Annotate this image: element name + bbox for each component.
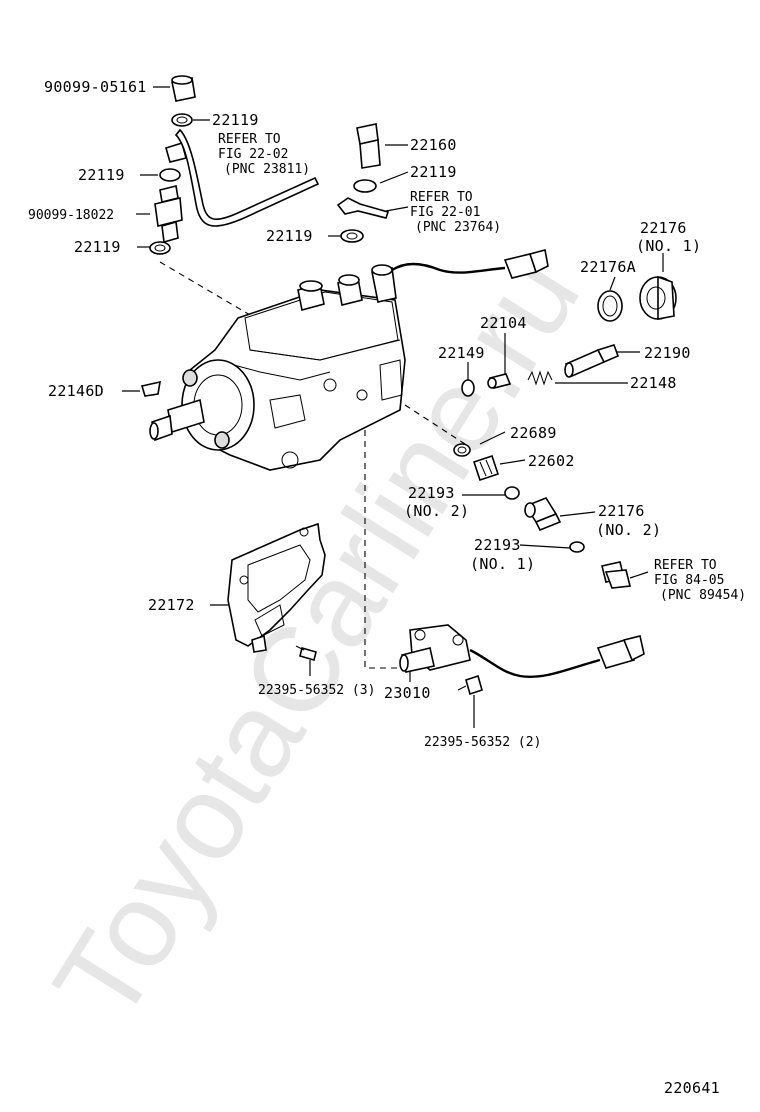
pipe-refer-22-01	[336, 197, 390, 219]
label-22172: 22172	[148, 596, 195, 614]
label-23010: 23010	[384, 684, 431, 702]
filter-22602	[472, 454, 500, 482]
injection-pump-body	[149, 264, 406, 471]
label-refer-b-3: (PNC 23764)	[415, 220, 501, 235]
label-22149: 22149	[438, 344, 485, 362]
label-22119-e: 22119	[266, 227, 313, 245]
part-labels: 90099-05161 22119 REFER TO FIG 22-02 (PN…	[28, 78, 746, 1097]
sensor-23010	[399, 624, 471, 673]
screw-22395-56352-2	[457, 674, 483, 696]
label-refer-b-1: REFER TO	[410, 190, 473, 205]
label-refer-a-1: REFER TO	[218, 132, 281, 147]
oring-22193-no2	[504, 486, 520, 500]
union-bolt-90099-18022	[154, 185, 183, 244]
label-22193-no2: 22193	[408, 484, 455, 502]
label-22395-56352-3: 22395-56352 (3)	[258, 683, 375, 698]
label-22602: 22602	[528, 452, 575, 470]
pipe-refer-22-02	[174, 128, 320, 227]
label-refer-c-3: (PNC 89454)	[660, 588, 746, 603]
wire-top	[391, 262, 506, 274]
cap-90099-05161	[171, 75, 196, 102]
label-22119-c: 22119	[74, 238, 121, 256]
label-22176-no2-sub: (NO. 2)	[596, 521, 661, 539]
wire-23010	[469, 648, 601, 678]
label-22176-no2: 22176	[598, 502, 645, 520]
plug-22104	[487, 373, 512, 389]
washer-22119-b	[159, 168, 181, 182]
label-22176A: 22176A	[580, 258, 636, 276]
dashed-lines	[159, 261, 469, 669]
label-22146D: 22146D	[48, 382, 104, 400]
sensor-22190	[564, 344, 620, 378]
cap-22176-no1	[639, 275, 677, 320]
piston-22149	[461, 379, 475, 397]
label-22193-no1: 22193	[474, 536, 521, 554]
ring-22176A	[597, 290, 623, 322]
label-refer-a-3: (PNC 23811)	[224, 162, 310, 177]
label-refer-a-2: FIG 22-02	[218, 147, 288, 162]
label-90099-18022: 90099-18022	[28, 208, 114, 223]
bolt-22160	[356, 123, 381, 169]
washer-22119-d	[353, 179, 377, 193]
screw-22395-56352-3	[295, 645, 317, 661]
label-22689: 22689	[510, 424, 557, 442]
oring-22193-no1	[569, 541, 585, 553]
connector-23010	[596, 635, 645, 669]
switch-22176-no2	[524, 497, 562, 532]
label-22104: 22104	[480, 314, 527, 332]
label-22176-no1-sub: (NO. 1)	[636, 237, 701, 255]
washer-22119-a	[171, 113, 193, 127]
connector-top	[503, 249, 549, 279]
figure-number: 220641	[664, 1079, 720, 1097]
label-22193-no1-sub: (NO. 1)	[470, 555, 535, 573]
washer-22119-e	[340, 229, 364, 243]
clip-22146D	[140, 380, 161, 397]
label-22148: 22148	[630, 374, 677, 392]
label-22119-b: 22119	[78, 166, 125, 184]
label-22160: 22160	[410, 136, 457, 154]
label-22193-no2-sub: (NO. 2)	[404, 502, 469, 520]
oring-22689	[453, 443, 471, 457]
label-22119-a: 22119	[212, 111, 259, 129]
spring-22148	[527, 370, 553, 386]
label-22190: 22190	[644, 344, 691, 362]
leader-lines	[122, 86, 664, 728]
label-refer-b-2: FIG 22-01	[410, 205, 480, 220]
label-22119-d: 22119	[410, 163, 457, 181]
washer-22119-c	[149, 241, 171, 255]
label-22395-56352-2: 22395-56352 (2)	[424, 735, 541, 750]
gasket-22172	[227, 522, 326, 653]
sensor-refer-84-05	[601, 561, 631, 589]
label-refer-c-2: FIG 84-05	[654, 573, 724, 588]
label-22176-no1: 22176	[640, 219, 687, 237]
label-refer-c-1: REFER TO	[654, 558, 717, 573]
label-90099-05161: 90099-05161	[44, 78, 147, 96]
